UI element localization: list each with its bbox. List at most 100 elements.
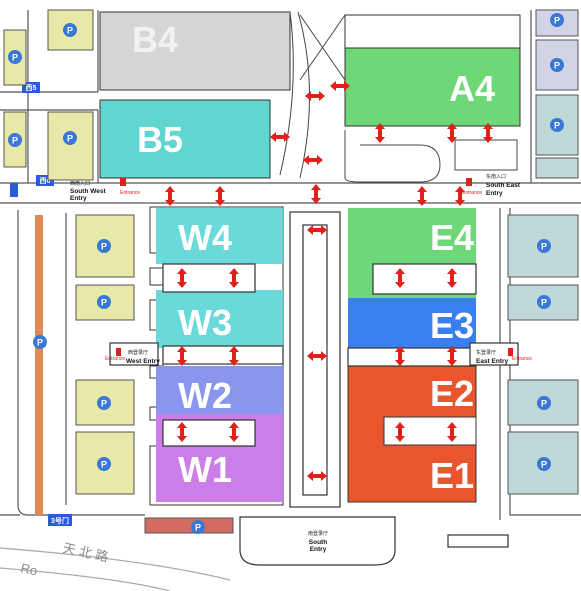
parking-lot xyxy=(75,284,135,321)
parking-icon: P xyxy=(537,396,551,410)
svg-text:P: P xyxy=(67,134,73,144)
parking-icon: P xyxy=(550,13,564,27)
parking-icon: P xyxy=(550,58,564,72)
double-arrow-icon xyxy=(375,123,385,143)
central-corridor xyxy=(289,211,341,508)
double-arrow-icon xyxy=(305,91,325,101)
double-arrow-icon xyxy=(307,225,327,235)
double-arrow-icon xyxy=(177,346,187,366)
hall-label-W4: W4 xyxy=(178,217,232,258)
parking-icon: P xyxy=(63,131,77,145)
parking-icon: P xyxy=(8,50,22,64)
parking-icon: P xyxy=(97,457,111,471)
svg-text:West Entry: West Entry xyxy=(126,358,160,365)
svg-text:P: P xyxy=(541,298,547,308)
double-arrow-icon xyxy=(417,186,427,206)
double-arrow-icon xyxy=(311,184,321,204)
svg-text:Entrance: Entrance xyxy=(512,356,532,362)
parking-icon: P xyxy=(97,396,111,410)
entry-south: 南登录厅 South Entry xyxy=(308,530,328,553)
svg-text:P: P xyxy=(554,121,560,131)
svg-text:P: P xyxy=(554,61,560,71)
road-label-en: Ro xyxy=(19,560,38,578)
hall-label-A4: A4 xyxy=(449,68,495,109)
entry-south-east: 东南入口 South East Entry Entrance xyxy=(462,173,521,197)
hall-label-W2: W2 xyxy=(178,375,232,416)
south-entry-building xyxy=(239,516,509,566)
double-arrow-icon xyxy=(330,81,350,91)
parking-icon: P xyxy=(97,239,111,253)
double-arrow-icon xyxy=(395,268,405,288)
entrance-marker-icon xyxy=(120,178,126,186)
svg-text:Entrance: Entrance xyxy=(120,190,140,196)
gate-6-label: 西6 xyxy=(40,177,51,185)
hall-W4 xyxy=(156,208,283,264)
hall-B5 xyxy=(99,99,271,179)
double-arrow-icon xyxy=(229,268,239,288)
hall-A4-top xyxy=(344,14,521,49)
entry-south-west: 西南入口 South West Entry Entrance xyxy=(70,178,140,202)
hall-label-B4: B4 xyxy=(132,19,178,60)
hall-label-W1: W1 xyxy=(178,449,232,490)
parking-icon: P xyxy=(191,520,205,534)
parking-lot xyxy=(47,111,94,181)
svg-text:P: P xyxy=(101,242,107,252)
courtyards xyxy=(109,263,519,447)
parking-icon: P xyxy=(537,457,551,471)
svg-text:P: P xyxy=(541,399,547,409)
hall-B4 xyxy=(99,11,291,91)
west-strip xyxy=(35,215,43,515)
double-arrow-icon xyxy=(395,422,405,442)
double-arrow-icon xyxy=(307,471,327,481)
svg-text:P: P xyxy=(101,298,107,308)
entrance-marker-icon xyxy=(508,348,513,356)
double-arrow-icon xyxy=(307,351,327,361)
gate-6: 西6 xyxy=(36,175,54,186)
double-arrow-icon xyxy=(447,346,457,366)
parking-lot xyxy=(144,517,234,534)
connection-arrows xyxy=(165,81,493,481)
svg-text:P: P xyxy=(541,460,547,470)
double-arrow-icon xyxy=(455,186,465,206)
svg-text:Entry: Entry xyxy=(310,546,327,553)
svg-text:P: P xyxy=(195,523,201,533)
svg-text:P: P xyxy=(101,399,107,409)
gate-5: 西5 xyxy=(22,82,40,93)
hall-E3 xyxy=(348,298,476,350)
svg-text:P: P xyxy=(101,460,107,470)
svg-text:西登录厅: 西登录厅 xyxy=(128,349,148,356)
hall-label-E2: E2 xyxy=(430,373,474,414)
parking-icon: P xyxy=(33,335,47,349)
gate-marker-west xyxy=(10,183,18,197)
hall-label-E1: E1 xyxy=(430,455,474,496)
hall-label-E4: E4 xyxy=(430,217,474,258)
double-arrow-icon xyxy=(270,132,290,142)
gate-3-label: 3号门 xyxy=(51,516,69,525)
svg-text:东南入口: 东南入口 xyxy=(486,173,506,180)
hall-A4 xyxy=(344,47,521,127)
entrance-marker-icon xyxy=(116,348,121,356)
hall-label-W3: W3 xyxy=(178,302,232,343)
double-arrow-icon xyxy=(215,186,225,206)
double-arrow-icon xyxy=(229,346,239,366)
double-arrow-icon xyxy=(447,268,457,288)
parking-icon: P xyxy=(550,118,564,132)
parking-lot xyxy=(75,214,135,278)
svg-text:South: South xyxy=(309,539,327,546)
road-label: 天 北 路 xyxy=(61,540,109,564)
svg-text:Entrance: Entrance xyxy=(105,356,125,362)
svg-text:Entry: Entry xyxy=(70,195,87,202)
double-arrow-icon xyxy=(447,422,457,442)
gate-3: 3号门 xyxy=(48,514,72,526)
double-arrow-icon xyxy=(483,123,493,143)
svg-text:西南入口: 西南入口 xyxy=(70,180,90,187)
svg-text:Entrance: Entrance xyxy=(462,190,482,196)
double-arrow-icon xyxy=(303,155,323,165)
svg-text:P: P xyxy=(12,53,18,63)
svg-text:Entry: Entry xyxy=(486,190,503,197)
svg-text:P: P xyxy=(541,242,547,252)
parking-icon: P xyxy=(63,23,77,37)
